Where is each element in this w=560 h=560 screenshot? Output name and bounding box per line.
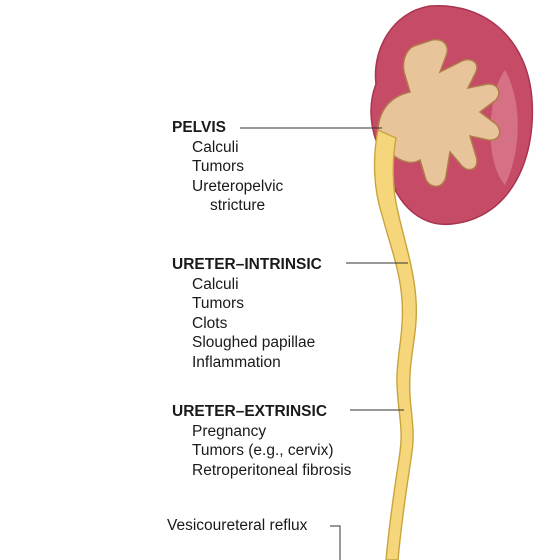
vesicoureteral-leader-line bbox=[330, 525, 341, 560]
extrinsic-item-pregnancy: Pregnancy bbox=[192, 422, 267, 440]
pelvis-item-calculi: Calculi bbox=[192, 138, 239, 156]
intrinsic-item-inflammation: Inflammation bbox=[192, 353, 281, 371]
pelvis-item-stricture: stricture bbox=[210, 197, 266, 215]
intrinsic-item-calculi: Calculi bbox=[192, 275, 239, 293]
intrinsic-item-clots: Clots bbox=[192, 314, 228, 332]
pelvis-item-ureteropelvic: Ureteropelvic bbox=[192, 177, 284, 195]
extrinsic-item-tumors: Tumors (e.g., cervix) bbox=[192, 442, 334, 460]
intrinsic-item-tumors: Tumors bbox=[192, 295, 244, 313]
intrinsic-item-sloughed-papillae: Sloughed papillae bbox=[192, 334, 316, 352]
pelvis-heading: PELVIS bbox=[172, 119, 226, 136]
ureter-extrinsic-heading: URETER–EXTRINSIC bbox=[172, 403, 328, 420]
vesicoureteral-reflux-label: Vesicoureteral reflux bbox=[167, 517, 308, 534]
ureter-intrinsic-label-block: URETER–INTRINSIC Calculi Tumors Clots Sl… bbox=[172, 255, 322, 373]
ureter-intrinsic-heading: URETER–INTRINSIC bbox=[172, 256, 322, 273]
pelvis-item-tumors: Tumors bbox=[192, 158, 244, 176]
ureter bbox=[373, 129, 418, 560]
pelvis-label-block: PELVIS Calculi Tumors Ureteropelvic stri… bbox=[172, 118, 283, 216]
extrinsic-item-retroperitoneal-fibrosis: Retroperitoneal fibrosis bbox=[192, 461, 352, 479]
renal-pelvis bbox=[377, 38, 501, 188]
ureter-extrinsic-label-block: URETER–EXTRINSIC Pregnancy Tumors (e.g.,… bbox=[172, 402, 351, 480]
